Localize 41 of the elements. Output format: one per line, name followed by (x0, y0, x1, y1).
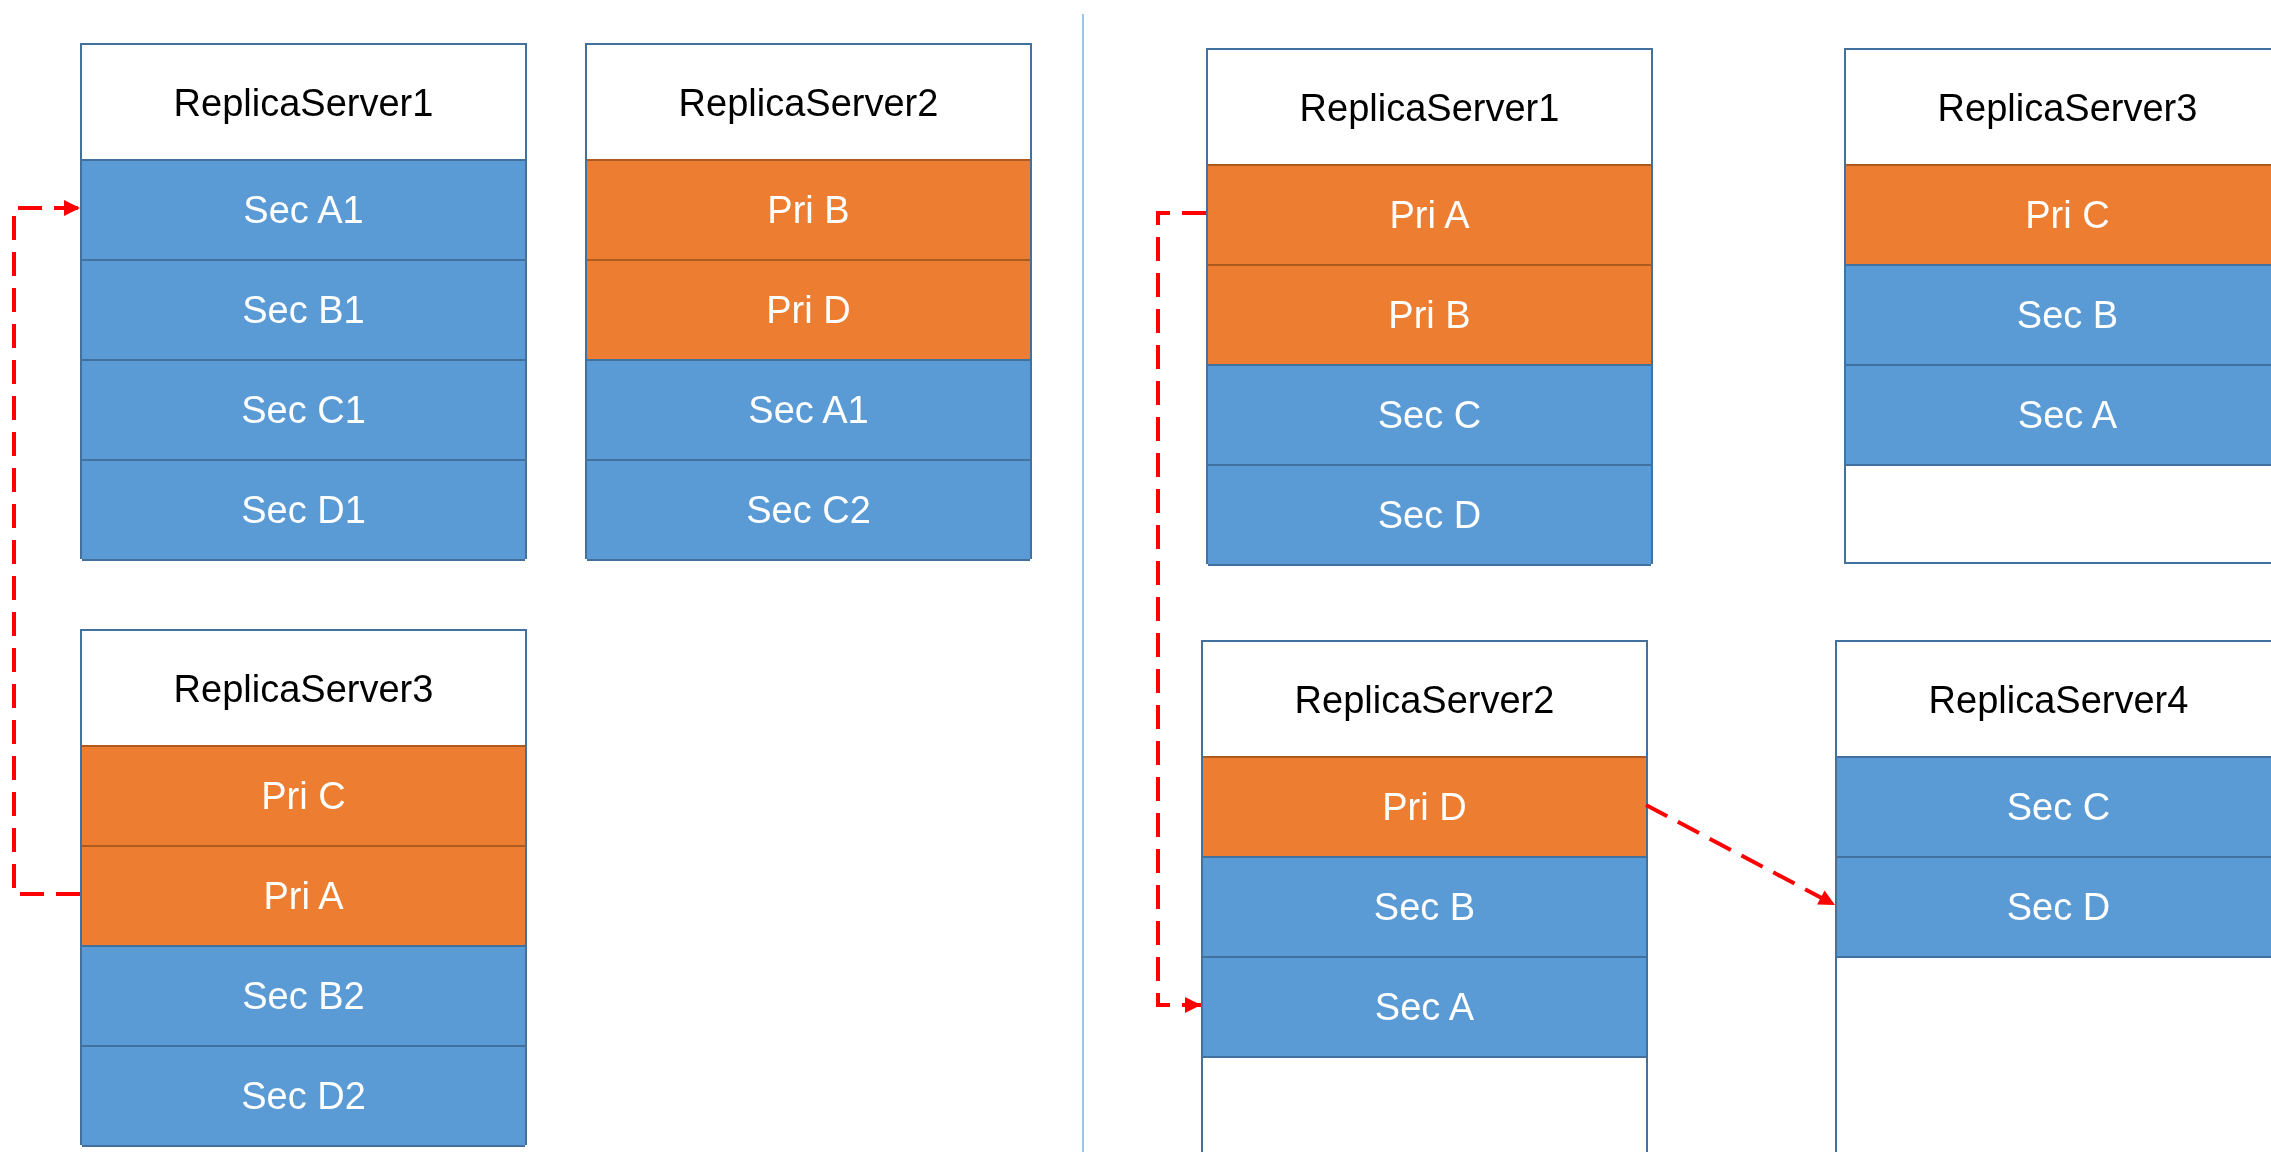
dashed-arrow (1645, 803, 1836, 907)
replica-slot: Pri B (1208, 264, 1651, 366)
server-box (80, 629, 527, 1145)
replica-slot: Sec C (1208, 364, 1651, 466)
dashed-arrow (12, 200, 80, 896)
replica-slot: Sec B (1846, 264, 2271, 366)
replica-slot: Sec B (1203, 856, 1646, 958)
replica-slot: Sec B1 (82, 259, 525, 361)
replica-slot: Pri A (1208, 164, 1651, 266)
server-box (1201, 640, 1648, 1152)
server-name: ReplicaServer2 (1294, 678, 1555, 722)
replica-slot: Sec D (1208, 464, 1651, 566)
replica-slot: Sec D2 (82, 1045, 525, 1147)
replica-slot: Pri C (1846, 164, 2271, 266)
replica-slot: Sec D1 (82, 459, 525, 561)
server-name: ReplicaServer3 (1937, 86, 2198, 130)
server-name: ReplicaServer1 (173, 81, 434, 125)
replica-slot: Pri B (587, 159, 1030, 261)
replica-slot: Sec A (1203, 956, 1646, 1058)
replica-slot: Sec C2 (587, 459, 1030, 561)
server-box (80, 43, 527, 559)
server-name: ReplicaServer3 (173, 667, 434, 711)
server-box (1835, 640, 2271, 1152)
replica-slot: Pri D (1203, 756, 1646, 858)
server-box (585, 43, 1032, 559)
replica-slot: Sec A (1846, 364, 2271, 466)
replica-slot: Sec C1 (82, 359, 525, 461)
replica-slot: Pri D (587, 259, 1030, 361)
replica-slot: Sec A1 (587, 359, 1030, 461)
dashed-arrow (1156, 211, 1206, 1013)
server-name: ReplicaServer1 (1299, 86, 1560, 130)
server-name: ReplicaServer2 (678, 81, 939, 125)
replica-slot: Sec D (1837, 856, 2271, 958)
server-name: ReplicaServer4 (1928, 678, 2189, 722)
replica-slot: Sec B2 (82, 945, 525, 1047)
replica-slot: Sec A1 (82, 159, 525, 261)
replica-slot: Pri A (82, 845, 525, 947)
replica-slot: Sec C (1837, 756, 2271, 858)
server-box (1206, 48, 1653, 564)
server-box (1844, 48, 2271, 564)
replica-slot: Pri C (82, 745, 525, 847)
